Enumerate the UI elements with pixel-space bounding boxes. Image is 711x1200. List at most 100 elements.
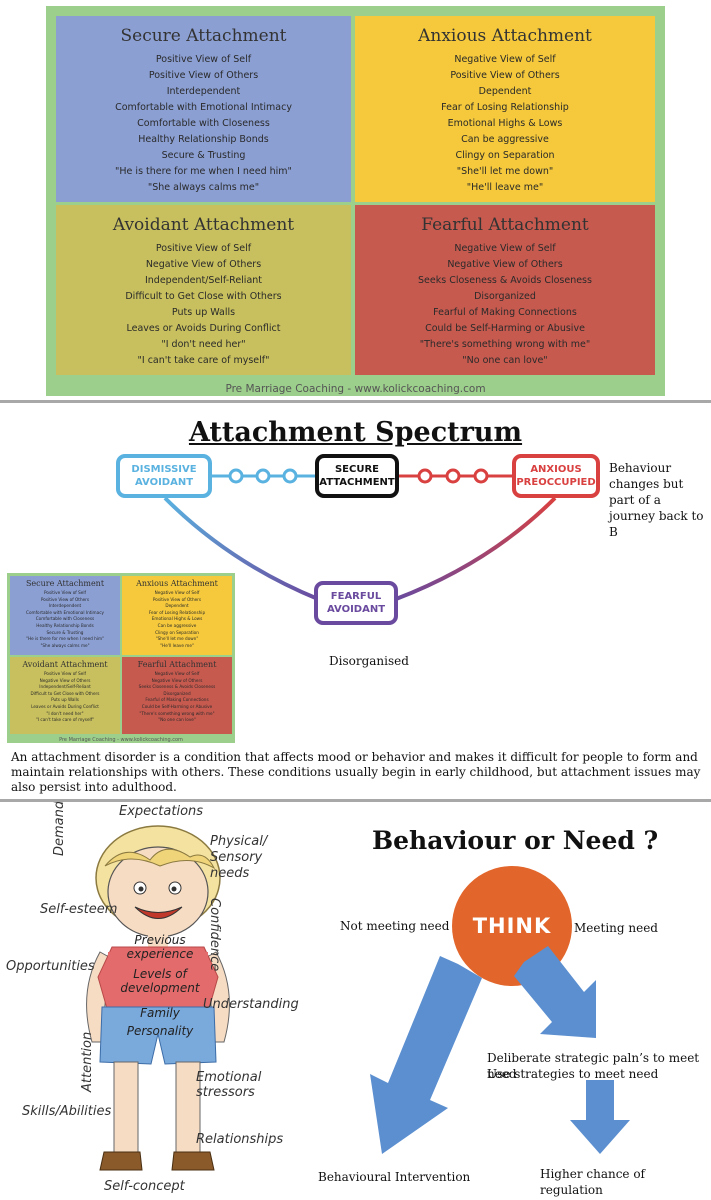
list-item: Comfortable with Closeness [137,118,270,129]
list-item: Comfortable with Closeness [35,616,95,622]
list-item: "She'll let me down" [155,636,199,642]
left-leg [113,1061,139,1153]
list-item: Dependent [478,86,532,97]
list-item: Negative View of Self [454,54,556,65]
list-item: "He'll leave me" [160,642,194,648]
list-item: Fearful of Making Connections [145,697,209,703]
decision-arrows [370,946,630,1154]
mini-avoidant-quadrant: Avoidant Attachment Positive View of Sel… [10,657,120,734]
fearful-avoidant-box: FEARFUL AVOIDANT [314,581,398,625]
right-chain-link [473,468,489,484]
anxious-label-1: ANXIOUS [530,464,582,475]
list-item: Could be Self-Harming or Abusive [141,703,213,709]
physical-label: Physical/ [210,834,268,849]
use-strategies-label: Use strategies to meet need [487,1067,659,1081]
opportunities-label: Opportunities [6,959,95,974]
fearful-label-1: FEARFUL [330,591,382,602]
list-item: Emotional Highs & Lows [151,616,203,622]
list-item: Positive View of Others [450,70,560,81]
list-item: Fear of Losing Relationship [441,102,569,113]
spectrum-connectors [163,468,557,601]
list-item: Negative View of Self [154,671,200,676]
self-concept-label: Self-concept [104,1179,185,1194]
left-shoe [99,1151,143,1171]
disorganised-label: Disorganised [329,654,409,668]
down-arrow [570,1080,630,1154]
mini-chart-credit: Pre Marriage Coaching - www.kolickcoachi… [59,737,183,743]
neck [148,934,168,948]
understanding-label: Understanding [203,997,299,1012]
mini-fearful-quadrant: Fearful Attachment Negative View of Self… [122,657,232,734]
list-item: Positive View of Self [44,590,86,595]
deliberate-plans-label: Deliberate strategic paln’s to meet need [487,1051,700,1081]
secure-title: Secure Attachment [120,26,287,46]
list-item: Dependent [165,603,189,609]
list-item: "He is there for me when I need him" [26,636,104,642]
family-label: Family [140,1006,180,1020]
list-item: Interdependent [166,86,241,97]
list-item: Positive View of Self [155,54,252,65]
list-item: Fear of Losing Relationship [148,609,206,615]
fearful-title: Fearful Attachment [421,215,589,235]
mini-avoidant-title: Avoidant Attachment [22,660,108,669]
higher-chance-label: Higher chance of regulation [540,1167,645,1197]
secure-label-2: ATTACHMENT [319,477,395,488]
anxious-title: Anxious Attachment [418,26,592,46]
behavioural-intervention-label: Behavioural Intervention [318,1170,471,1184]
smile [134,906,183,919]
right-chain-link [417,468,433,484]
secure-label-1: SECURE [334,464,380,475]
list-item: Interdependent [48,603,82,609]
list-item: Fearful of Making Connections [433,307,577,318]
list-item: Negative View of Others [145,259,262,270]
list-item: "He'll leave me" [466,182,544,193]
list-item: Clingy on Separation [455,150,555,161]
list-item: Seeks Closeness & Avoids Closeness [418,275,592,286]
list-item: "I don't need her" [46,710,84,716]
sensory-needs-label: Sensory needs [210,850,263,881]
chart-credit: Pre Marriage Coaching - www.kolickcoachi… [225,383,486,395]
journey-note: Behaviour changes but part of a journey … [609,461,704,539]
previous-experience-label: Previous experience [126,933,194,961]
anxious-label-2: PREOCCUPIED [516,477,596,488]
right-curve [395,496,557,601]
list-item: Emotional Highs & Lows [447,118,563,129]
list-item: Negative View of Others [151,677,203,683]
list-item: Comfortable with Emotional Intimacy [26,609,104,615]
list-item: Positive View of Others [40,596,90,602]
list-item: Disorganized [474,291,536,302]
think-label: THINK [472,914,552,938]
list-item: Could be Self-Harming or Abusive [425,323,585,334]
list-item: "She'll let me down" [456,166,554,177]
mini-anxious-title: Anxious Attachment [136,579,218,588]
list-item: "She always calms me" [40,642,90,648]
spectrum-title: Attachment Spectrum [188,417,523,448]
left-chain-link [228,468,244,484]
list-item: Positive View of Self [44,671,86,676]
child-illustration [86,825,230,1171]
list-item: Secure & Trusting [46,629,84,635]
list-item: "I can't take care of myself" [35,717,95,723]
dismissive-avoidant-box: DISMISSIVE AVOIDANT [116,454,212,498]
right-arrow [514,946,596,1038]
list-item: Healthy Relationship Bonds [138,134,269,145]
avoidant-title: Avoidant Attachment [112,215,295,235]
self-esteem-label: Self-esteem [40,902,118,917]
right-pupil [171,886,177,892]
list-item: Can be aggressive [157,622,197,628]
list-item: Positive View of Others [152,596,202,602]
list-item: Positive View of Others [148,70,259,81]
list-item: "He is there for me when I need him" [115,166,292,177]
fringe [104,848,216,870]
left-pupil [138,886,144,892]
secure-attachment-box: SECURE ATTACHMENT [315,454,399,498]
